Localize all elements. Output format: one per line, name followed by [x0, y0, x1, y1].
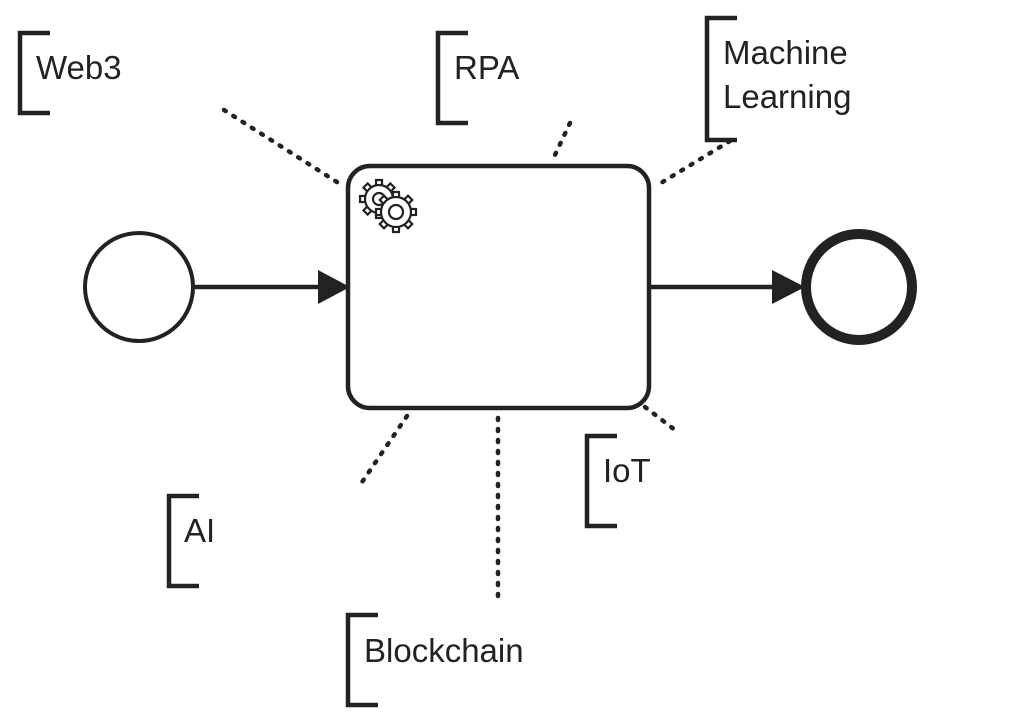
annotation-blockchain-text: Blockchain [364, 632, 524, 669]
sequence-flow-task-to-end[interactable] [650, 270, 805, 304]
association-web3[interactable] [221, 107, 343, 187]
sequence-flows [195, 270, 805, 304]
association-ai[interactable] [355, 413, 410, 491]
svg-text:RPA: RPA [454, 49, 519, 86]
annotation-rpa[interactable]: RPA [435, 30, 519, 126]
annotation-machine-learning-line-2: Learning [723, 78, 851, 115]
service-task[interactable] [345, 163, 652, 411]
start-event[interactable] [83, 231, 195, 343]
association-machine-learning[interactable] [653, 138, 733, 189]
annotation-ai[interactable]: AI [166, 493, 215, 589]
annotation-bracket [584, 433, 617, 529]
annotation-web3-text: Web3 [36, 49, 122, 86]
task-box[interactable] [345, 163, 652, 411]
svg-text:AI: AI [184, 512, 215, 549]
annotation-iot-text: IoT [603, 452, 651, 489]
association-iot[interactable] [642, 404, 678, 433]
svg-text:Machine Learning: Machine Learning [723, 34, 857, 115]
svg-text:Blockchain: Blockchain [364, 632, 524, 669]
sequence-flow-start-to-task[interactable] [195, 270, 350, 304]
annotation-web3[interactable]: Web3 [17, 30, 122, 116]
annotation-ai-text: AI [184, 512, 215, 549]
arrowhead-icon [772, 270, 805, 304]
end-event[interactable] [801, 229, 917, 345]
association-rpa[interactable] [551, 120, 573, 160]
annotation-blockchain[interactable]: Blockchain [345, 612, 524, 708]
annotation-bracket [166, 493, 199, 589]
annotation-bracket [704, 15, 737, 143]
svg-text:IoT: IoT [603, 452, 651, 489]
annotation-machine-learning[interactable]: Machine Learning [704, 15, 857, 143]
annotation-bracket [17, 30, 50, 116]
annotation-rpa-text: RPA [454, 49, 519, 86]
annotation-bracket [435, 30, 468, 126]
association-lines [221, 107, 733, 605]
svg-text:Web3: Web3 [36, 49, 122, 86]
text-annotations: Web3 RPA Machine Learning IoT AI [17, 15, 857, 708]
annotation-machine-learning-line-1: Machine [723, 34, 848, 71]
gears-icon [358, 178, 418, 234]
arrowhead-icon [318, 270, 350, 304]
gear-front-icon [374, 190, 418, 234]
annotation-iot[interactable]: IoT [584, 433, 651, 529]
annotation-bracket [345, 612, 378, 708]
